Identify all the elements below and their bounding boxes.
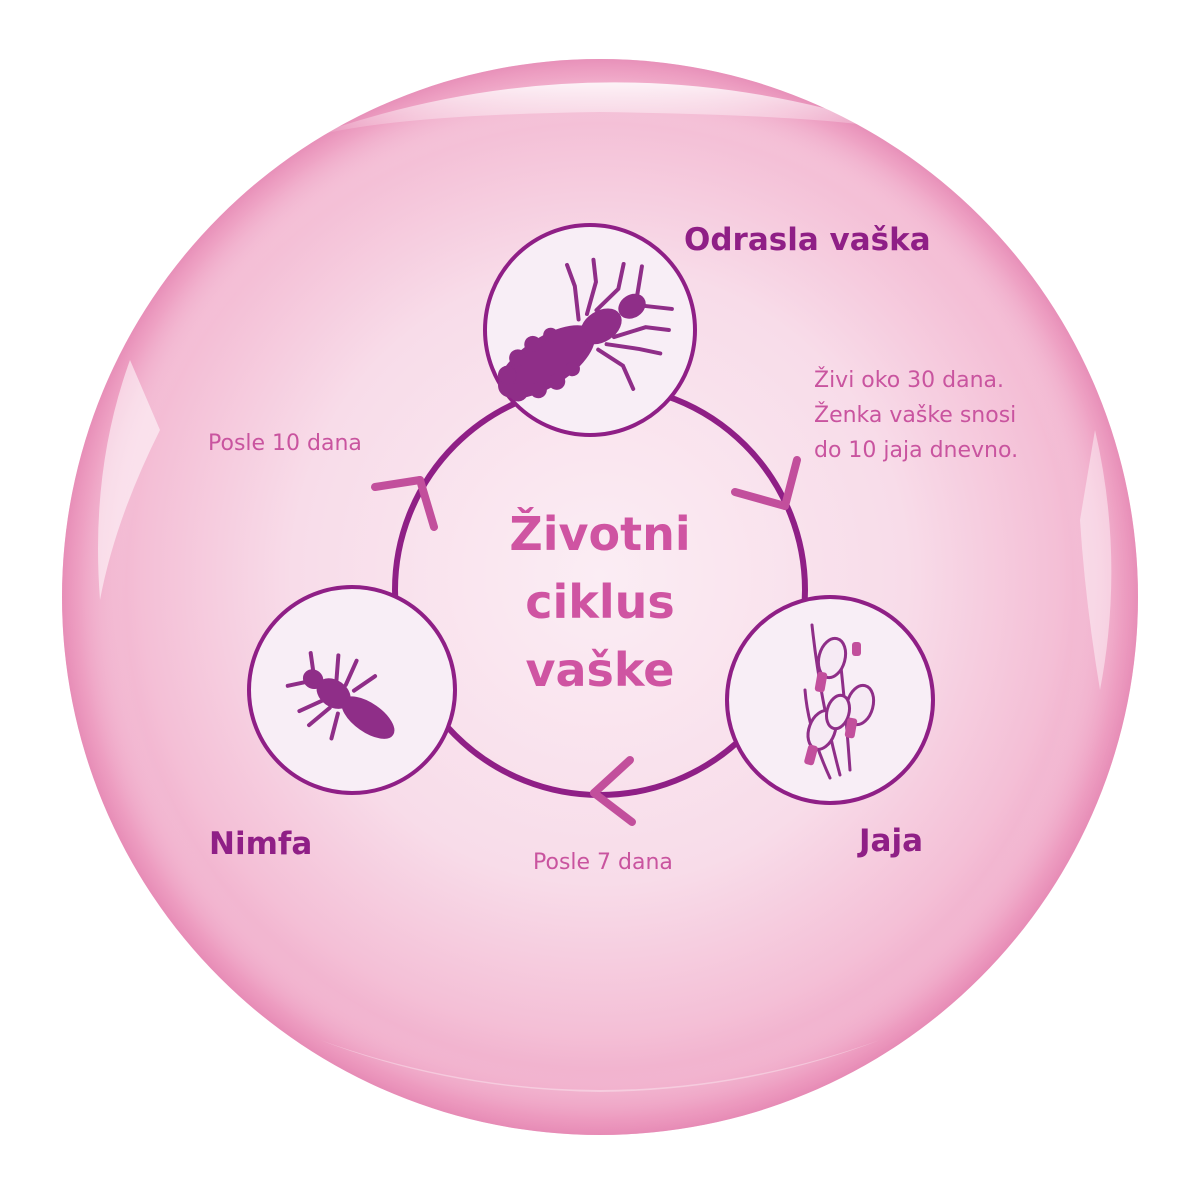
note-adult-to-eggs: Živi oko 30 dana. Ženka vaške snosi do 1… bbox=[814, 363, 1018, 468]
note-adult-to-eggs-line-1: Živi oko 30 dana. bbox=[814, 368, 1005, 393]
diagram-title-line-2: ciklus bbox=[525, 575, 675, 629]
adult-louse-icon bbox=[497, 257, 674, 402]
note-adult-to-eggs-line-3: do 10 jaja dnevno. bbox=[814, 438, 1019, 463]
stage-node-nymph bbox=[247, 585, 457, 795]
diagram-title: Životni ciklus vaške bbox=[447, 500, 753, 704]
louse-eggs-on-hair-icon bbox=[803, 623, 876, 780]
stage-label-adult: Odrasla vaška bbox=[684, 222, 931, 258]
bubble-gloss-left bbox=[98, 360, 160, 600]
note-adult-to-eggs-line-2: Ženka vaške snosi bbox=[814, 403, 1017, 428]
note-eggs-to-nymph: Posle 7 dana bbox=[533, 850, 673, 875]
bubble-gloss-right bbox=[1080, 430, 1112, 690]
arrow-eggs-to-nymph-icon bbox=[590, 756, 636, 826]
stage-node-eggs bbox=[725, 595, 935, 805]
bubble-gloss-top bbox=[300, 82, 900, 140]
diagram-title-line-3: vaške bbox=[525, 643, 675, 697]
note-nymph-to-adult: Posle 10 dana bbox=[208, 431, 362, 456]
stage-label-nymph: Nimfa bbox=[209, 826, 313, 862]
diagram-title-line-1: Životni bbox=[509, 507, 691, 561]
stage-node-adult bbox=[483, 223, 697, 437]
nymph-louse-icon bbox=[285, 651, 395, 741]
arrow-nymph-to-adult-icon bbox=[371, 476, 438, 531]
arrow-adult-to-eggs-icon bbox=[731, 456, 801, 510]
stage-label-eggs: Jaja bbox=[859, 823, 923, 859]
bubble-rim-shade bbox=[62, 59, 1138, 1135]
